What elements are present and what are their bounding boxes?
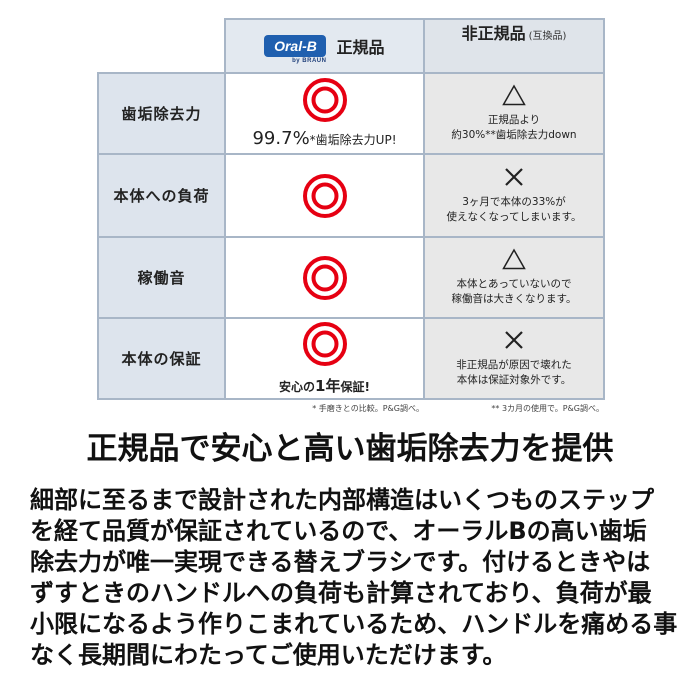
- body-line: 小限になるよう作りこまれているため、ハンドルを痛める事: [30, 610, 678, 638]
- note-text: 保証!: [340, 379, 370, 394]
- text-line: 稼働音は大きくなります。: [451, 293, 577, 305]
- comparison-table: Oral-B by BRAUN 正規品 非正規品 (互換品) 歯垢除去力 99.…: [97, 18, 605, 400]
- non-genuine-cell: 正規品より 約30%**歯垢除去力down: [425, 74, 603, 153]
- non-genuine-header: 非正規品 (互換品): [425, 20, 603, 72]
- note-highlight: 1年: [315, 376, 341, 395]
- text-line: 3ヶ月で本体の33%が: [462, 196, 566, 208]
- non-genuine-text: 3ヶ月で本体の33%が 使えなくなってしまいます。: [447, 195, 582, 225]
- non-genuine-text: 本体とあっていないので 稼働音は大きくなります。: [452, 277, 577, 307]
- genuine-cell: 安心の1年保証!: [226, 319, 423, 398]
- row-label: 本体の保証: [99, 319, 224, 398]
- genuine-cell: [226, 155, 423, 236]
- note-text: *歯垢除去力UP!: [309, 133, 397, 147]
- body-line: なく長期間にわたってご使用いただけます。: [30, 641, 507, 669]
- logo-sub: by BRAUN: [292, 58, 327, 64]
- body-line: を経て品質が保証されているので、オーラルBの高い歯垢: [30, 517, 647, 545]
- row-label-text: 本体への負荷: [113, 187, 210, 205]
- headline: 正規品で安心と高い歯垢除去力を提供: [86, 431, 614, 467]
- non-genuine-header-label: 非正規品: [461, 24, 526, 43]
- text-line: 正規品より: [487, 114, 541, 126]
- genuine-header: Oral-B by BRAUN 正規品: [226, 20, 423, 72]
- genuine-note: 安心の1年保証!: [279, 376, 370, 397]
- genuine-cell: [226, 238, 423, 317]
- row-label: 本体への負荷: [99, 155, 224, 236]
- text-line: 本体は保証対象外です。: [456, 374, 572, 386]
- row-label-text: 歯垢除去力: [121, 105, 202, 123]
- genuine-header-label: 正規品: [336, 38, 385, 57]
- non-genuine-cell: 3ヶ月で本体の33%が 使えなくなってしまいます。: [425, 155, 603, 236]
- body-line: ずすときのハンドルへの負荷も計算されており、負荷が最: [30, 579, 652, 607]
- row-label: 歯垢除去力: [99, 74, 224, 153]
- non-genuine-cell: 本体とあっていないので 稼働音は大きくなります。: [425, 238, 603, 317]
- body-paragraph: 細部に至るまで設計された内部構造はいくつものステップ を経て品質が保証されている…: [30, 485, 695, 671]
- non-genuine-text: 正規品より 約30%**歯垢除去力down: [451, 113, 576, 143]
- triangle-icon: [502, 84, 526, 106]
- text-line: 使えなくなってしまいます。: [446, 211, 582, 223]
- genuine-cell: 99.7%*歯垢除去力UP!: [226, 74, 423, 153]
- oral-b-logo: Oral-B by BRAUN: [264, 35, 327, 65]
- text-line: 約30%**歯垢除去力down: [451, 129, 577, 141]
- note-text: 安心の: [279, 379, 316, 394]
- table-corner: [97, 18, 224, 72]
- cross-icon: [503, 166, 525, 188]
- double-circle-icon: [302, 321, 348, 367]
- row-label-text: 本体の保証: [121, 350, 202, 368]
- note-highlight: 99.7%: [252, 128, 310, 149]
- row-label: 稼働音: [99, 238, 224, 317]
- text-line: 本体とあっていないので: [456, 278, 572, 290]
- footnote: * 手磨きとの比較。P&G調べ。: [312, 404, 424, 413]
- double-circle-icon: [302, 173, 348, 219]
- cross-icon: [503, 329, 525, 351]
- non-genuine-text: 非正規品が原因で壊れた 本体は保証対象外です。: [456, 358, 572, 388]
- non-genuine-cell: 非正規品が原因で壊れた 本体は保証対象外です。: [425, 319, 603, 398]
- double-circle-icon: [302, 77, 348, 123]
- body-line: 細部に至るまで設計された内部構造はいくつものステップ: [30, 486, 654, 514]
- triangle-icon: [502, 248, 526, 270]
- non-genuine-header-sub: (互換品): [528, 31, 567, 42]
- row-label-text: 稼働音: [137, 269, 186, 287]
- genuine-note: 99.7%*歯垢除去力UP!: [252, 129, 396, 150]
- logo-brand: Oral-B: [264, 35, 327, 57]
- text-line: 非正規品が原因で壊れた: [456, 359, 572, 371]
- footnote: ** 3カ月の使用で。P&G調べ。: [491, 404, 604, 413]
- body-line: 除去力が唯一実現できる替えブラシです。付けるときやは: [30, 548, 651, 576]
- double-circle-icon: [302, 255, 348, 301]
